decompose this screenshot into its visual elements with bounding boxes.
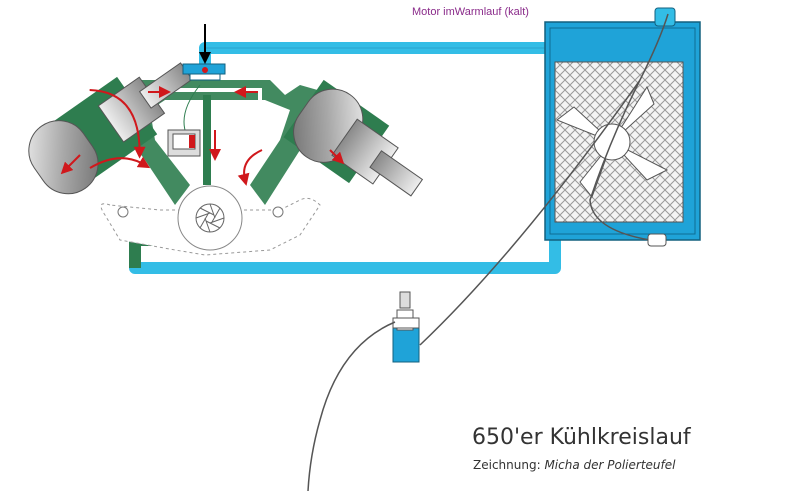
credit-prefix: Zeichnung:	[473, 458, 541, 472]
bolt-right	[272, 206, 284, 218]
temperature-gauge	[167, 84, 201, 157]
sensor-wire	[589, 13, 669, 241]
expansion-tank-icon	[654, 7, 676, 27]
thermostat-icon	[182, 24, 226, 81]
center-jacket-post	[203, 95, 211, 185]
thermo-switch-wire	[419, 79, 641, 346]
right-cylinder	[283, 79, 424, 197]
engine-impeller	[177, 185, 243, 251]
bolt-left	[117, 206, 129, 218]
engine-water-jacket	[115, 80, 335, 205]
pump-cable	[307, 321, 396, 491]
flow-arrows	[60, 86, 345, 186]
left-cylinder	[28, 62, 193, 195]
temperature-sensor-icon	[647, 233, 667, 247]
water-pump-icon	[392, 291, 420, 363]
operating-state-label: Motor imWarmlauf (kalt)	[412, 6, 529, 18]
upper-radiator-hose	[199, 42, 590, 64]
credit-author: Micha der Polierteufel	[544, 458, 676, 472]
fan-icon	[555, 85, 669, 199]
diagram-title: 650'er Kühlkreislauf	[472, 425, 691, 450]
drawing-credit: Zeichnung: Micha der Polierteufel	[473, 458, 675, 472]
